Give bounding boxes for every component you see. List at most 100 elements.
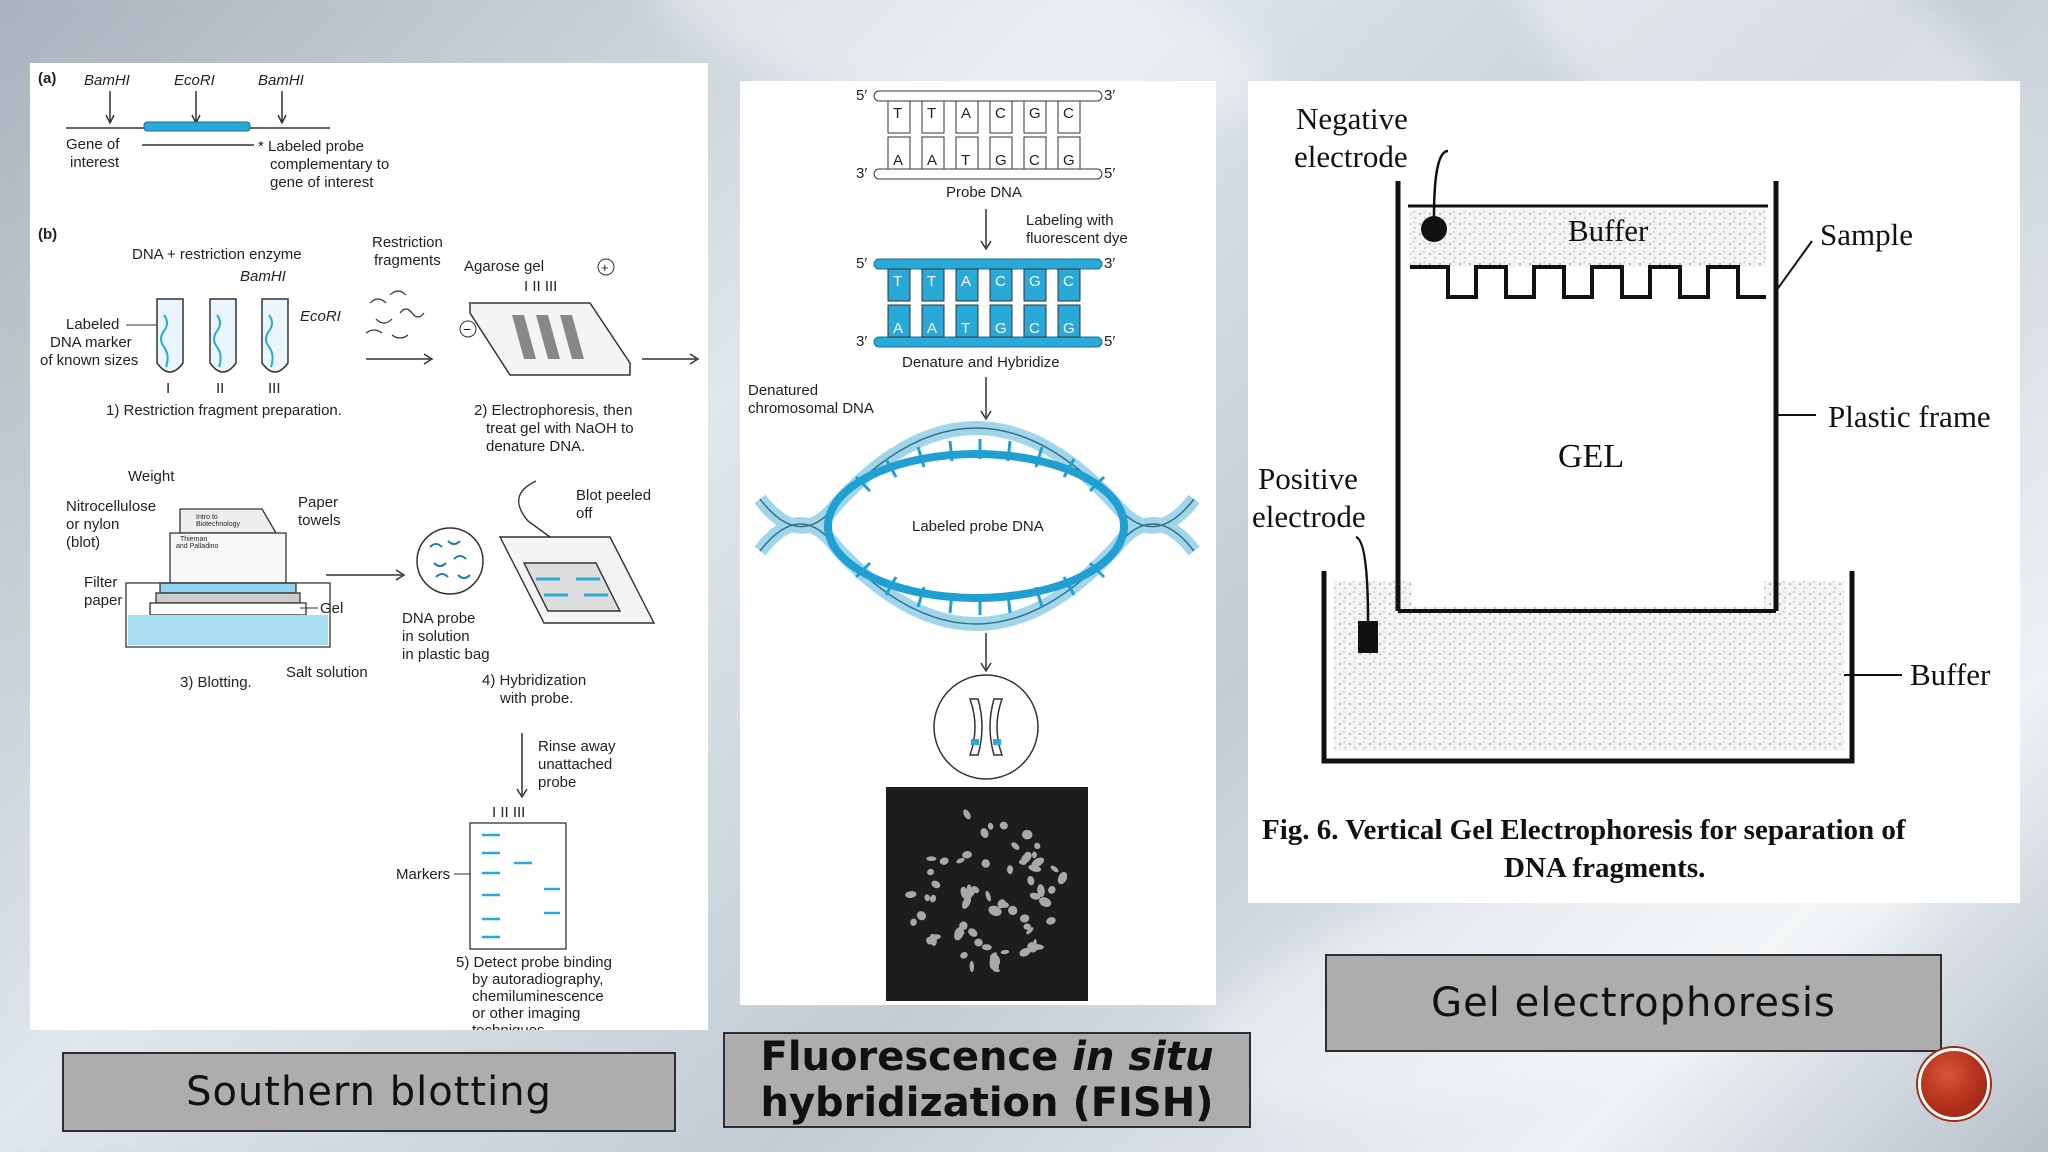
base-block — [1023, 136, 1047, 170]
hybridized-blot — [522, 562, 622, 612]
base-block — [921, 136, 945, 170]
marker-label: DNA marker — [50, 334, 132, 351]
chromosome-spot — [926, 937, 933, 945]
chromosome-spot — [1021, 829, 1033, 840]
tube-number: II — [216, 380, 224, 397]
gel-label: Gel — [320, 600, 343, 617]
positive-electrode — [1358, 621, 1378, 653]
base-block — [1023, 100, 1047, 134]
chromosome-spot — [1028, 864, 1042, 872]
base-letter: G — [1063, 320, 1075, 337]
gel-label: GEL — [1558, 438, 1624, 475]
chromosome-spot — [1046, 917, 1056, 925]
gel-electrophoresis-diagram: Negative electrode Buffer Sample Plastic… — [1248, 81, 2020, 903]
gel-electrophoresis-caption: Gel electrophoresis — [1325, 954, 1942, 1052]
paper-towels — [169, 532, 287, 584]
test-tube — [156, 298, 184, 373]
chromosome-spot — [905, 891, 917, 898]
figure-caption: DNA fragments. — [1504, 852, 1705, 884]
fish-caption: Fluorescence in situ hybridization (FISH… — [723, 1032, 1251, 1128]
base-letter: A — [893, 320, 903, 337]
nitro-label: or nylon — [66, 516, 119, 533]
denatured-dna-loop — [754, 421, 1200, 631]
part-b-label: (b) — [38, 226, 57, 243]
strand-end-label: 3′ — [1104, 255, 1115, 272]
towels-label: Paper — [298, 494, 338, 511]
probe-solution-label: DNA probe — [402, 610, 475, 627]
figure-caption: Fig. 6. Vertical Gel Electrophoresis for… — [1262, 814, 1906, 846]
base-letter: C — [1063, 273, 1074, 290]
base-letter: A — [961, 273, 971, 290]
base-block — [955, 304, 979, 338]
southern-blotting-caption: Southern blotting — [62, 1052, 676, 1132]
base-letter: C — [1063, 105, 1074, 122]
next-slide-button[interactable] — [1918, 1048, 1990, 1120]
chromosome-spot — [969, 960, 975, 973]
rinse-label: probe — [538, 774, 576, 791]
gene-label: interest — [70, 154, 120, 171]
chromosome-spot — [962, 851, 972, 859]
chromosome-spot — [988, 905, 1002, 916]
book-text: Biotechnology — [196, 521, 240, 528]
southern-blotting-diagram: (a) BamHI EcoRI BamHI Gene of interest *… — [30, 63, 708, 1030]
base-letter: A — [893, 152, 903, 169]
salt-solution — [128, 615, 328, 645]
base-block — [1057, 100, 1081, 134]
probe-solution-label: in plastic bag — [402, 646, 490, 663]
base-block — [887, 100, 911, 134]
base-letter: T — [893, 273, 902, 290]
labeling-label: Labeling with — [1026, 212, 1114, 229]
chromosome-spot — [981, 944, 992, 951]
gene-of-interest-segment — [143, 121, 251, 132]
chromosome-spot — [966, 884, 972, 895]
step-label: 1) Restriction fragment preparation. — [106, 402, 342, 419]
peel-label: off — [576, 505, 593, 522]
base-letter: T — [961, 320, 970, 337]
base-block — [989, 136, 1013, 170]
probe-zoom-circle — [416, 527, 484, 595]
chromosome-spot — [1023, 923, 1032, 930]
chromosome-spot — [1027, 942, 1038, 953]
autoradiograph — [469, 822, 567, 950]
sample-wells — [1410, 265, 1766, 299]
buffer-tank — [1321, 571, 1855, 764]
top-buffer — [1410, 209, 1766, 267]
base-letter: G — [1063, 152, 1075, 169]
base-letter: A — [961, 105, 971, 122]
base-letter: T — [893, 105, 902, 122]
plastic-frame-label: Plastic frame — [1828, 399, 1991, 434]
base-block — [921, 304, 945, 338]
base-letter: G — [1029, 105, 1041, 122]
step-label: with probe. — [499, 690, 573, 707]
agarose-label: Agarose gel — [464, 258, 544, 275]
bamhi-label: BamHI — [240, 268, 286, 285]
base-block — [1057, 136, 1081, 170]
chromosome-spot — [999, 821, 1008, 830]
chromosome-spot — [939, 857, 949, 865]
enzyme-label: BamHI — [258, 72, 304, 89]
base-block — [955, 268, 979, 302]
peel-label: Blot peeled — [576, 487, 651, 504]
base-letter: G — [995, 152, 1007, 169]
base-block — [1057, 304, 1081, 338]
positive-terminal: + — [601, 260, 609, 275]
book-text: and Palladino — [176, 543, 219, 550]
base-block — [1057, 268, 1081, 302]
labeling-label: fluorescent dye — [1026, 230, 1128, 247]
base-letter: G — [1029, 273, 1041, 290]
marker-label: Labeled — [66, 316, 119, 333]
chromosome-spot — [1031, 857, 1045, 868]
probe-dna-label: Probe DNA — [946, 184, 1022, 201]
chromosome-spot — [931, 880, 941, 889]
rinse-label: Rinse away — [538, 738, 616, 755]
chromosome-spot — [1039, 897, 1052, 908]
probe-label: gene of interest — [270, 174, 374, 191]
ecori-label: EcoRI — [300, 308, 341, 325]
step-label: by autoradiography, — [472, 971, 603, 988]
probe-solution-label: in solution — [402, 628, 470, 645]
chromosome-spot — [1007, 865, 1014, 875]
chromosome-spot — [1029, 892, 1041, 900]
